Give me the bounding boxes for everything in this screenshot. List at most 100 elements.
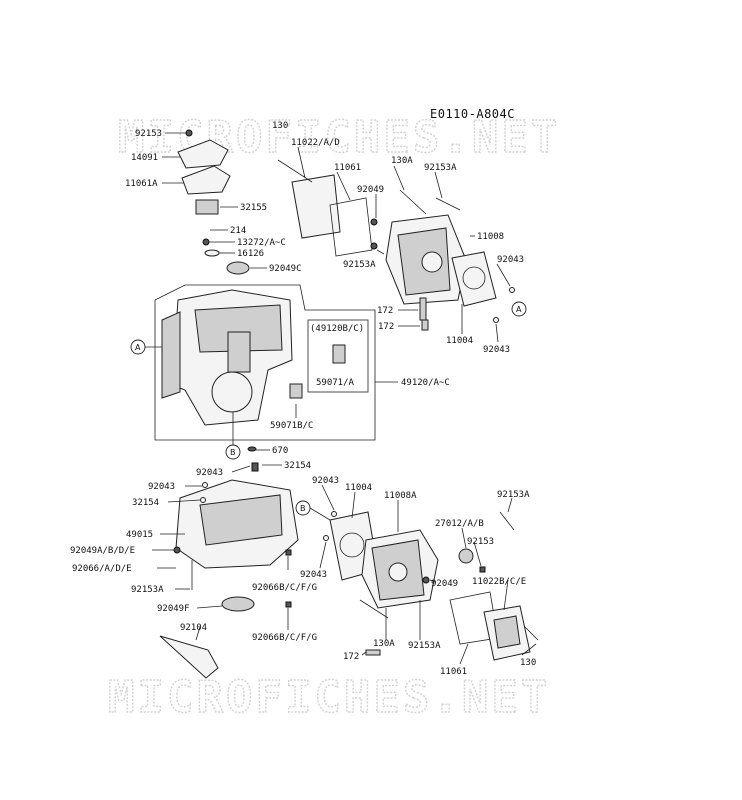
- cylinder-head-2-group: [323, 511, 539, 661]
- label-49120bc: (49120B/C): [310, 324, 364, 334]
- rocker-cover-badge: [493, 615, 521, 649]
- label-27012: 27012/A/B: [435, 519, 484, 529]
- seal-92049f: [221, 596, 255, 612]
- bolt-130-top: [277, 159, 313, 183]
- head-port-11008a: [388, 562, 408, 582]
- callout-a-left-text: A: [135, 343, 141, 352]
- head-port-11008: [421, 251, 443, 273]
- label-92153-br: 92153: [467, 537, 494, 547]
- label-11004-top: 11004: [446, 336, 473, 346]
- rocker-cover-11022: [291, 174, 341, 239]
- part-27012: [458, 548, 474, 564]
- label-92066bcfg-1: 92066B/C/F/G: [252, 583, 317, 593]
- label-214: 214: [230, 226, 246, 236]
- bolt-92153-top: [185, 129, 193, 137]
- label-92153a-mid: 92153A: [343, 260, 376, 270]
- cylinder-sleeve: [227, 331, 251, 373]
- seal-92049c: [226, 261, 250, 275]
- label-14091: 14091: [131, 153, 158, 163]
- label-92043-b2: 92043: [300, 570, 327, 580]
- label-92043-r1: 92043: [497, 255, 524, 265]
- bolt-92153a-top: [435, 197, 461, 211]
- gasket-11061a: [181, 165, 231, 195]
- label-130-top: 130: [272, 121, 288, 131]
- bolt-130-bottom: [523, 625, 539, 641]
- callout-a-left: A: [130, 339, 162, 355]
- label-130a-top: 130A: [391, 156, 413, 166]
- label-92049c: 92049C: [269, 264, 302, 274]
- callout-b-top: B: [225, 412, 241, 460]
- label-130a-b: 130A: [373, 639, 395, 649]
- watermark-bottom: MICROFICHES.NET: [108, 672, 550, 723]
- label-11022bce: 11022B/C/E: [472, 577, 526, 587]
- label-92049-b: 92049: [431, 579, 458, 589]
- diagram-code: E0110-A804C: [430, 107, 515, 121]
- label-11022: 11022/A/D: [291, 138, 340, 148]
- oring-670: [247, 446, 257, 452]
- label-92066ade: 92066/A/D/E: [72, 564, 132, 574]
- part-13272: [202, 238, 210, 246]
- kit-box-49120bc: [307, 319, 369, 393]
- label-32154-l: 32154: [132, 498, 159, 508]
- label-16126: 16126: [237, 249, 264, 259]
- label-92043-l1: 92043: [196, 468, 223, 478]
- label-172-b: 172: [378, 322, 394, 332]
- label-92066bcfg-2: 92066B/C/F/G: [252, 633, 317, 643]
- label-11061-bottom: 11061: [440, 667, 467, 677]
- plug-92066bcfg-2: [285, 601, 292, 608]
- cover-plate-14091: [177, 139, 229, 169]
- crankcase-group: [159, 462, 299, 679]
- dowel-92043-r2: [493, 317, 499, 323]
- label-11004-b: 11004: [345, 483, 372, 493]
- pin-172-a: [419, 297, 427, 321]
- callout-a-right: A: [511, 301, 527, 317]
- label-130-bottom: 130: [520, 658, 536, 668]
- bolt-92153-br: [479, 566, 486, 573]
- label-13272: 13272/A~C: [237, 238, 286, 248]
- tube-92104: [159, 635, 219, 679]
- pin-172-bottom: [365, 649, 381, 656]
- label-92043-b1: 92043: [312, 476, 339, 486]
- block-bracket-line: [154, 284, 376, 441]
- cylinder-head-1-group: [277, 159, 515, 331]
- label-59071bc: 59071B/C: [270, 421, 313, 431]
- label-92153-top: 92153: [135, 129, 162, 139]
- label-92153a-top: 92153A: [424, 163, 457, 173]
- label-92049f: 92049F: [157, 604, 190, 614]
- label-92049-top: 92049: [357, 185, 384, 195]
- gasket-bore-11004-b: [339, 532, 365, 558]
- dowel-92043-b1: [331, 511, 337, 517]
- label-92043-r2: 92043: [483, 345, 510, 355]
- label-32154-r: 32154: [284, 461, 311, 471]
- leader-lines: [152, 132, 537, 665]
- bolt-130a-top: [399, 189, 427, 215]
- dowel-92043-l2: [200, 497, 206, 503]
- dowel-92043-l1: [202, 482, 208, 488]
- pin-172-b: [421, 319, 429, 331]
- callout-a-right-text: A: [516, 305, 522, 314]
- cylinder-block-group: [154, 129, 376, 452]
- part-16126: [204, 249, 220, 257]
- cylinder-block-fins: [194, 304, 283, 353]
- cylinder-bore: [211, 371, 253, 413]
- bushing-59071bc: [289, 383, 303, 399]
- label-172-a: 172: [377, 306, 393, 316]
- plug-32154-r: [251, 462, 259, 472]
- bolt-92153a-mid: [370, 242, 378, 250]
- block-side-fins: [161, 311, 181, 399]
- label-92153a-b2: 92153A: [408, 641, 441, 651]
- label-11061-top: 11061: [334, 163, 361, 173]
- callout-b-top-text: B: [230, 448, 236, 457]
- part-labels: 92153 14091 11061A 32155 214 13272/A~C 1…: [70, 121, 536, 677]
- label-92153a-low: 92153A: [131, 585, 164, 595]
- gasket-11004-top: [451, 251, 497, 307]
- label-11008: 11008: [477, 232, 504, 242]
- label-92104: 92104: [180, 623, 207, 633]
- label-92043-l2: 92043: [148, 482, 175, 492]
- label-11061a: 11061A: [125, 179, 158, 189]
- plug-92066bcfg-1: [285, 549, 292, 556]
- dowel-92043-b2: [323, 535, 329, 541]
- label-49120: 49120/A~C: [401, 378, 450, 388]
- breather-32155: [195, 199, 219, 215]
